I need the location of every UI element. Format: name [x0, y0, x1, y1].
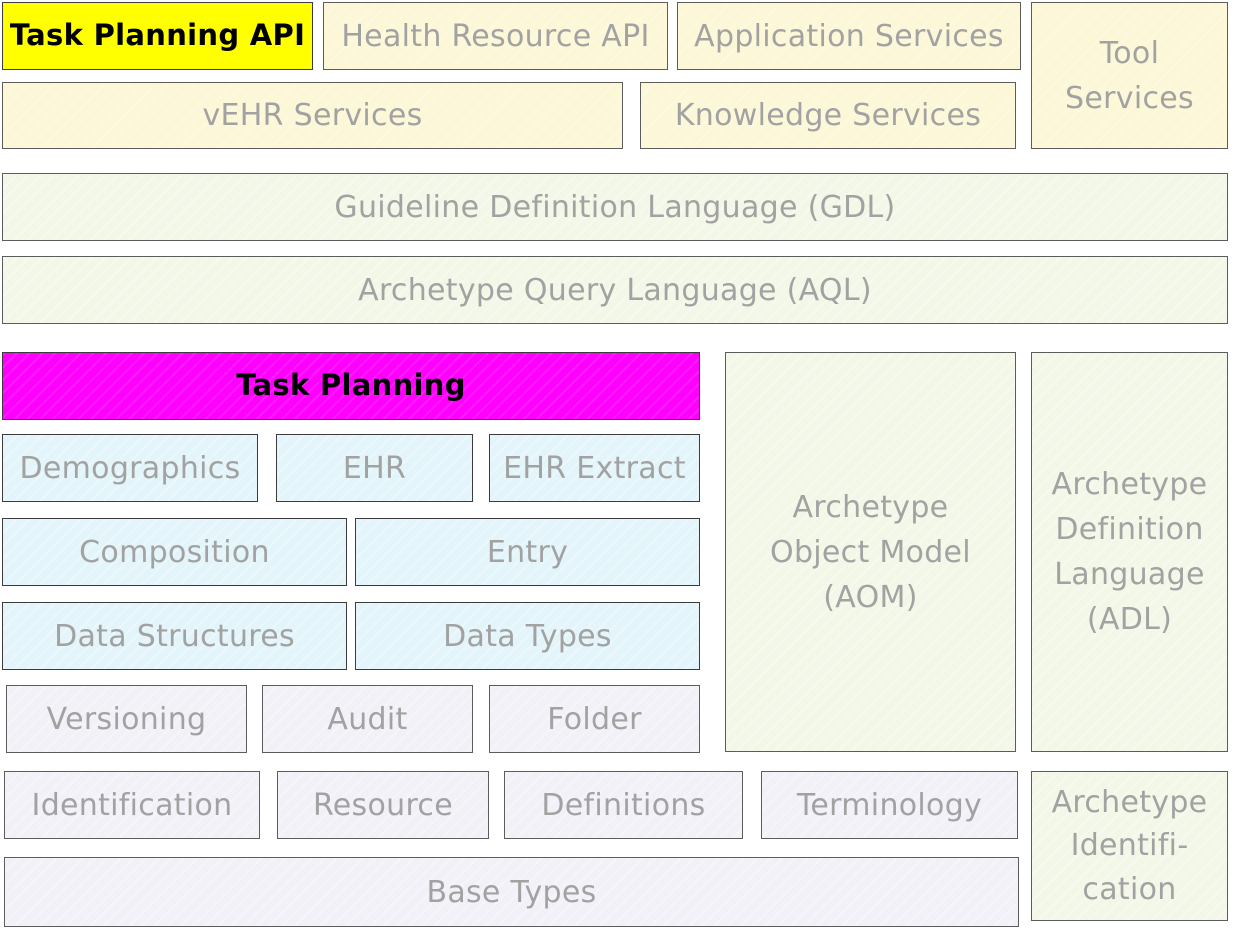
versioning-box: Versioning: [6, 685, 247, 753]
entry-box: Entry: [355, 518, 700, 586]
adl-box: Archetype Definition Language (ADL): [1031, 352, 1228, 752]
aql-box: Archetype Query Language (AQL): [2, 256, 1228, 324]
tool-services-box: Tool Services: [1031, 2, 1228, 149]
terminology-box: Terminology: [761, 771, 1018, 839]
archetype-identification-box: Archetype Identifi-cation: [1031, 771, 1228, 921]
health-resource-api-box: Health Resource API: [323, 2, 668, 70]
gdl-box: Guideline Definition Language (GDL): [2, 173, 1228, 241]
folder-box: Folder: [489, 685, 700, 753]
task-planning-box: Task Planning: [2, 352, 700, 420]
data-types-box: Data Types: [355, 602, 700, 670]
aom-box: Archetype Object Model (AOM): [725, 352, 1016, 752]
identification-box: Identification: [4, 771, 260, 839]
data-structures-box: Data Structures: [2, 602, 347, 670]
base-types-box: Base Types: [4, 857, 1019, 927]
composition-box: Composition: [2, 518, 347, 586]
application-services-box: Application Services: [677, 2, 1021, 70]
ehr-extract-box: EHR Extract: [489, 434, 700, 502]
audit-box: Audit: [262, 685, 473, 753]
task-planning-api-box: Task Planning API: [2, 2, 313, 70]
demographics-box: Demographics: [2, 434, 258, 502]
knowledge-services-box: Knowledge Services: [640, 82, 1016, 149]
ehr-box: EHR: [276, 434, 473, 502]
resource-box: Resource: [277, 771, 489, 839]
definitions-box: Definitions: [504, 771, 743, 839]
vehr-services-box: vEHR Services: [2, 82, 623, 149]
